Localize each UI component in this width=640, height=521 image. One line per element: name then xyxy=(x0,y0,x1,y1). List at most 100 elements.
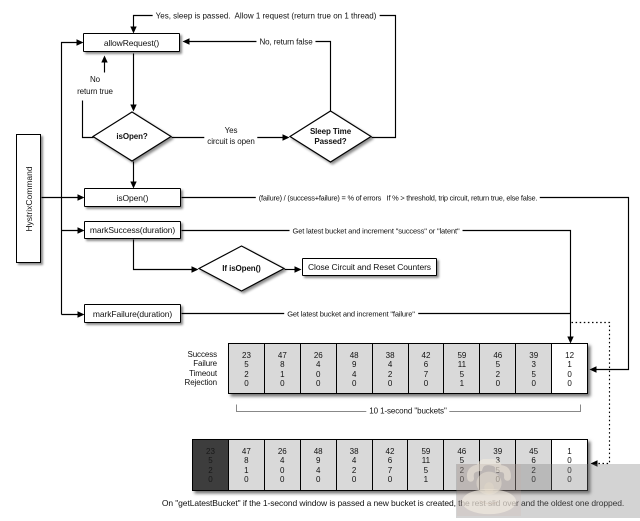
bucket-row-label: Failure xyxy=(193,359,217,369)
diamond-is-open-label: isOpen? xyxy=(116,132,148,141)
caption-text: On "getLatestBucket" if the 1-second win… xyxy=(161,498,625,508)
node-is-open: isOpen() xyxy=(84,188,181,207)
bucket-value: 45 xyxy=(529,447,539,456)
bucket-value: 42 xyxy=(385,447,395,456)
edge-trunk xyxy=(60,41,80,315)
bucket-value: 5 xyxy=(459,456,465,466)
bucket-value: 5 xyxy=(423,465,429,475)
bucket-value: 4 xyxy=(351,369,357,379)
bucket-value: 4 xyxy=(387,360,393,370)
bucket-value: 0 xyxy=(351,379,357,389)
label-yes-circuit-open: Yes circuit is open xyxy=(204,125,258,147)
diamond-sleep-time-label: Sleep Time Passed? xyxy=(309,126,352,146)
bucket-bracket-label: 10 1-second "buckets" xyxy=(366,406,450,416)
bucket-value: 59 xyxy=(457,351,467,360)
bucket-value: 1 xyxy=(567,447,572,456)
bucket-value: 0 xyxy=(316,379,321,389)
bucket-value: 7 xyxy=(387,465,393,475)
bucket-value: 0 xyxy=(280,475,285,485)
bucket-value: 5 xyxy=(208,456,213,466)
edge-slide-dotted xyxy=(571,321,611,465)
bucket-value: 23 xyxy=(206,447,215,456)
bucket-value: 0 xyxy=(567,465,572,475)
diamond-if-is-open xyxy=(197,245,286,292)
bucket-value: 2 xyxy=(244,369,249,379)
edge-yes-sleep-passed xyxy=(132,14,397,139)
bucket-value: 6 xyxy=(387,456,393,466)
bucket-value: 11 xyxy=(421,456,431,466)
bucket-value: 2 xyxy=(495,369,501,379)
bucket-value: 0 xyxy=(567,475,572,485)
bucket-value: 0 xyxy=(280,379,285,389)
bucket-value: 2 xyxy=(387,369,393,379)
bucket-value: 0 xyxy=(459,475,465,485)
bucket-value: 0 xyxy=(244,379,249,389)
bucket-value: 1 xyxy=(244,465,249,475)
bucket-value: 1 xyxy=(423,475,429,485)
bucket-value: 1 xyxy=(459,379,465,389)
bucket-value: 1 xyxy=(280,369,285,379)
edge-no-return-false xyxy=(186,40,332,112)
bucket-value: 42 xyxy=(421,351,431,360)
bucket-value: 3 xyxy=(531,360,536,370)
bucket-value: 0 xyxy=(495,475,500,485)
bucket-value: 0 xyxy=(567,456,572,466)
bucket-value: 0 xyxy=(387,475,393,485)
bucket-value: 5 xyxy=(459,369,465,379)
node-is-open-label: isOpen() xyxy=(116,192,149,203)
arrowheads xyxy=(76,26,598,467)
bucket-value: 0 xyxy=(316,369,321,379)
bucket-value: 46 xyxy=(493,351,503,360)
bucket-value: 0 xyxy=(495,379,501,389)
bucket-value: 0 xyxy=(531,475,536,485)
label-no-return-false: No, return false xyxy=(256,37,316,46)
edge-no-return-true xyxy=(81,100,94,139)
node-hystrix-command: HystrixCommand xyxy=(16,134,41,263)
node-close-circuit: Close Circuit and Reset Counters xyxy=(302,258,437,276)
bucket-value: 5 xyxy=(531,369,536,379)
node-hystrix-command-label: HystrixCommand xyxy=(23,165,34,232)
bucket-value: 2 xyxy=(531,465,536,475)
bucket-value: 4 xyxy=(316,360,321,370)
bucket-value: 39 xyxy=(529,351,539,360)
node-close-circuit-label: Close Circuit and Reset Counters xyxy=(308,262,431,272)
bucket-value: 7 xyxy=(423,369,429,379)
bucket-value: 0 xyxy=(315,475,321,485)
label-mark-success-note: Get latest bucket and increment "success… xyxy=(289,226,463,235)
node-mark-success: markSuccess(duration) xyxy=(84,221,181,239)
bucket-value: 3 xyxy=(495,456,500,466)
bucket-value: 48 xyxy=(349,351,359,360)
bucket-row-label: Timeout xyxy=(189,368,217,378)
bucket-value: 5 xyxy=(244,360,249,370)
edge-marksuccess-ifisopen xyxy=(132,239,195,271)
label-yes-sleep-passed: Yes, sleep is passed. Allow 1 request (r… xyxy=(152,11,380,20)
bucket-value: 4 xyxy=(315,465,321,475)
bucket-value: 0 xyxy=(567,379,572,389)
bucket-value: 11 xyxy=(457,360,467,370)
bucket-value: 0 xyxy=(244,475,249,485)
bucket-value: 46 xyxy=(457,447,467,456)
bucket-value: 47 xyxy=(241,447,251,456)
bucket-value: 8 xyxy=(280,360,285,370)
bucket-value: 5 xyxy=(495,465,500,475)
diamond-sleep-time xyxy=(288,110,373,163)
bucket-value: 6 xyxy=(531,456,536,466)
bucket-value: 38 xyxy=(349,447,359,456)
